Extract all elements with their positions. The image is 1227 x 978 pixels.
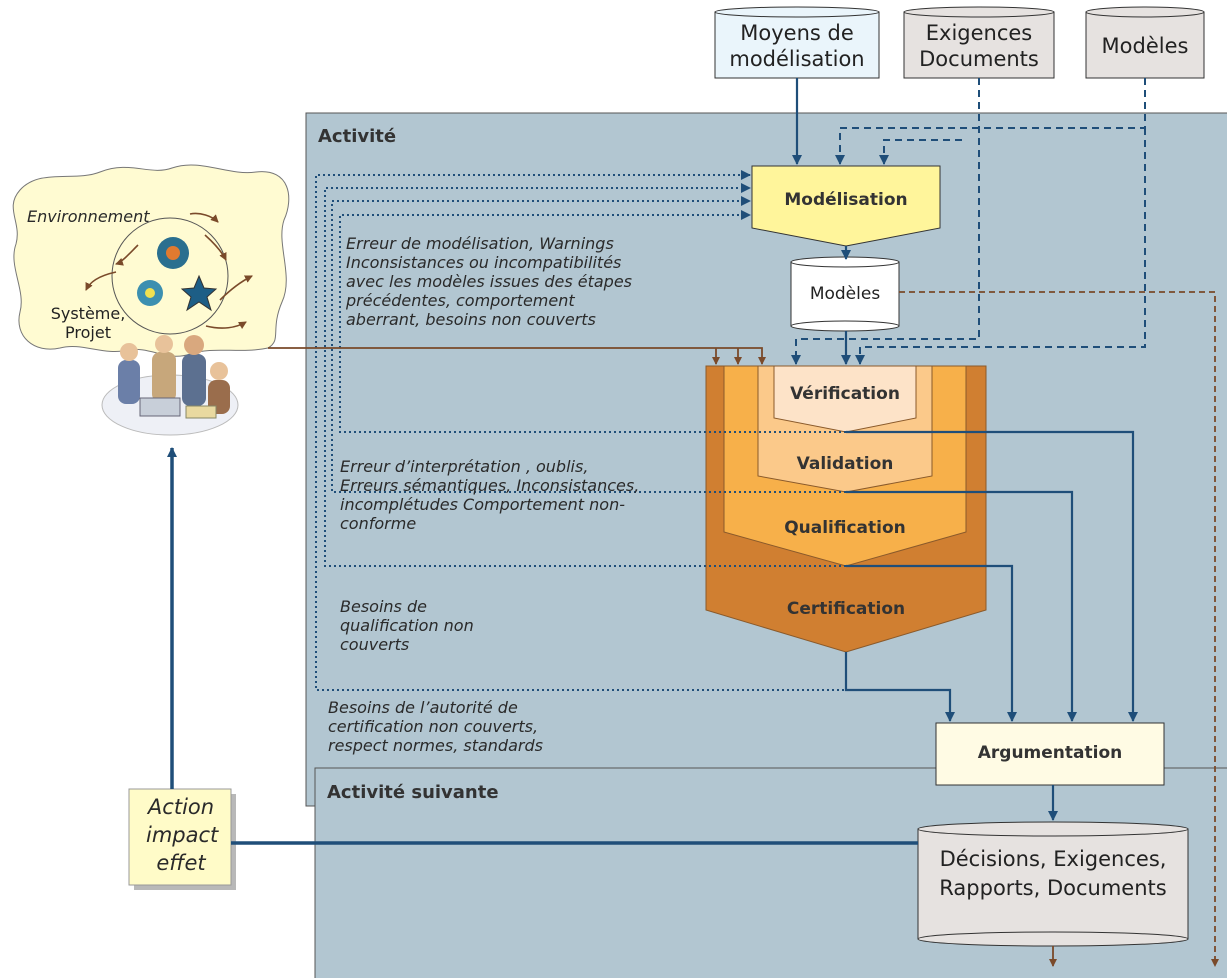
modeles-top-label: Modèles: [1101, 34, 1189, 58]
environment-label: Environnement: [27, 207, 150, 226]
system-circle: [111, 217, 229, 335]
qualification-label: Qualification: [784, 518, 906, 538]
people-illustration: [101, 335, 239, 436]
verification-shape: [773, 365, 917, 433]
exigences-label: Exigences Documents: [919, 21, 1039, 71]
environment-arrows: [85, 212, 253, 330]
decisions-cylinder: [917, 821, 1189, 947]
moyens-cylinder: [714, 6, 880, 79]
brown-dashed-flow: [899, 291, 1219, 967]
feedback-verification-text: Erreur de modélisation, Warnings Inconsi…: [346, 234, 632, 329]
validation-label: Validation: [796, 454, 894, 474]
feedback-validation-text: Erreur d’interprétation , oublis, Erreur…: [340, 457, 640, 533]
argumentation-label: Argumentation: [977, 743, 1123, 763]
action-note: [128, 788, 232, 886]
systeme-label: Système, Projet: [50, 304, 126, 342]
feedback-qualification-text: Besoins de qualification non couverts: [340, 597, 474, 654]
argumentation-box: [935, 722, 1165, 786]
modelisation-shape: [751, 165, 941, 247]
solid-flows: [792, 78, 1138, 821]
modeles-mid-cylinder: [790, 256, 900, 332]
verification-label: Vérification: [790, 384, 900, 404]
moyens-label: Moyens de modélisation: [729, 21, 865, 71]
flower-icon: [137, 237, 218, 312]
next-activity-title: Activité suivante: [327, 782, 499, 803]
modelisation-label: Modélisation: [784, 190, 908, 210]
modeles-mid-label: Modèles: [809, 284, 881, 304]
action-flows: [167, 447, 918, 845]
certification-label: Certification: [786, 599, 906, 619]
action-label: Action impact effet: [146, 795, 219, 875]
feedback-loops: [315, 170, 847, 691]
brown-flows: [268, 347, 1057, 967]
exigences-cylinder: [903, 6, 1055, 79]
modeles-top-cylinder: [1085, 6, 1205, 79]
feedback-certification-text: Besoins de l’autorité de certification n…: [328, 698, 543, 755]
dashed-flows: [791, 78, 1146, 365]
decisions-label: Décisions, Exigences, Rapports, Document…: [939, 847, 1167, 900]
activity-title: Activité: [318, 126, 397, 147]
